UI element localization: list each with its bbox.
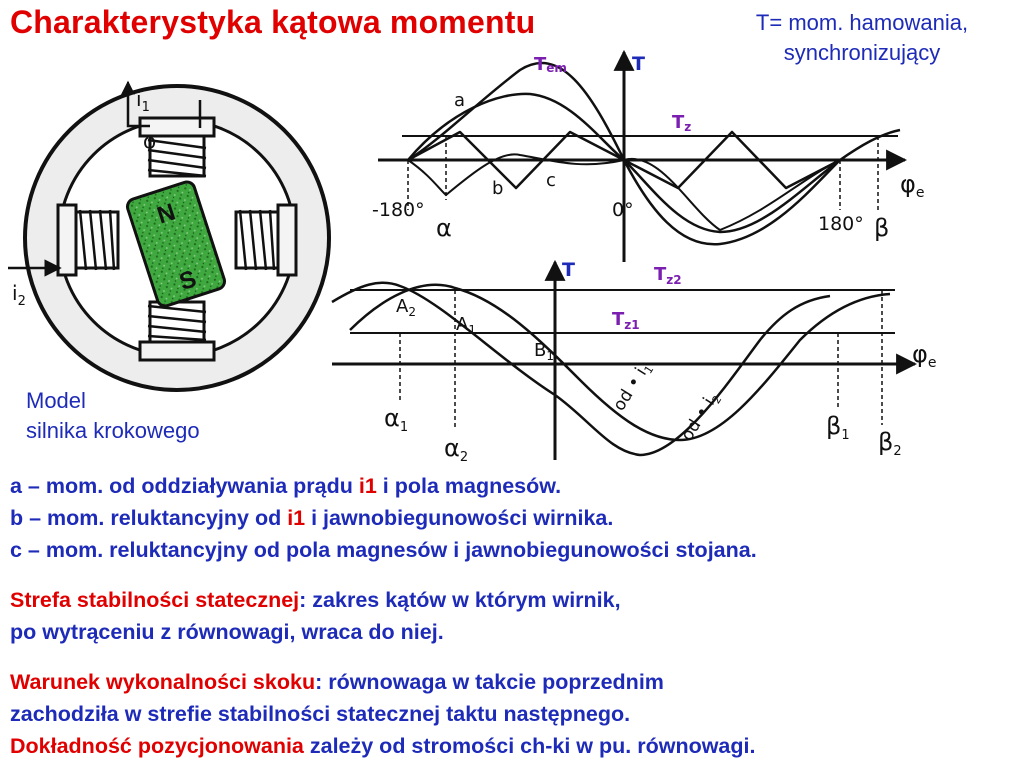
stability-line-1: Strefa stabilności statecznej: zakres ką… xyxy=(10,588,621,612)
d2-t-label: T xyxy=(562,259,575,281)
d1-beta-label: β xyxy=(874,214,889,242)
d2-beta2-label: β2 xyxy=(878,428,902,459)
diagram-1: Tem T Tz a b c -180° 0° 180° α β φe xyxy=(372,49,924,262)
d2-beta1-label: β1 xyxy=(826,412,850,443)
current-i1-label: i1 xyxy=(136,87,150,115)
d2-od-i1-label: od • i1 xyxy=(609,358,656,415)
step-line-2: zachodziła w strefie stabilności statecz… xyxy=(10,702,631,726)
torque-note-line-2: synchronizujący xyxy=(783,40,941,65)
step-line-1: Warunek wykonalności skoku: równowaga w … xyxy=(10,670,664,694)
flux-phi-label: φ xyxy=(143,129,156,153)
stability-definition: Strefa stabilności statecznej: zakres ką… xyxy=(10,584,1020,648)
rotor-magnet: N S xyxy=(125,180,227,308)
current-i1-inline: i1 xyxy=(358,474,377,498)
d1-curve-a-label: a xyxy=(454,90,465,111)
rotor-south-label: S xyxy=(176,265,200,296)
d1-curve-c-label: c xyxy=(546,170,556,191)
motor-model: N S i1 i2 φ xyxy=(8,80,331,392)
d1-tz-label: Tz xyxy=(672,112,691,134)
step-term: Warunek wykonalności skoku xyxy=(10,670,316,694)
current-i2-label: i2 xyxy=(12,281,26,309)
stability-line-2: po wytrąceniu z równowagi, wraca do niej… xyxy=(10,620,444,644)
legend-line-a: a – mom. od oddziaływania prądu i1 i pol… xyxy=(10,474,562,498)
d2-alpha1-label: α1 xyxy=(384,404,408,435)
d2-curve-od-i2 xyxy=(349,283,891,442)
d2-a2-label: A2 xyxy=(396,296,416,319)
motor-model-caption: Model silnika krokowego xyxy=(26,386,200,446)
curve-legend: a – mom. od oddziaływania prądu i1 i pol… xyxy=(10,470,1020,566)
d2-tz1-label: Tz1 xyxy=(612,309,640,332)
d1-minus180-label: -180° xyxy=(372,199,425,221)
d1-tem-label: Tem xyxy=(534,54,567,75)
d2-b1-label: B1 xyxy=(534,340,554,363)
accuracy-line: Dokładność pozycjonowania zależy od stro… xyxy=(10,734,756,758)
d2-alpha2-label: α2 xyxy=(444,434,468,465)
d1-phi-label: φe xyxy=(900,170,924,201)
d1-alpha-label: α xyxy=(436,214,452,242)
d1-curve-c xyxy=(407,153,841,232)
torque-note: T= mom. hamowania, synchronizujący xyxy=(712,8,1012,68)
diagram-2: T Tz2 Tz1 A2 A1 B1 od • i1 od • i2 α1 α2… xyxy=(331,259,936,465)
step-condition: Warunek wykonalności skoku: równowaga w … xyxy=(10,666,1020,762)
d1-zero-label: 0° xyxy=(612,199,634,221)
page-title: Charakterystyka kątowa momentu xyxy=(10,4,536,40)
motor-model-caption-line-2: silnika krokowego xyxy=(26,418,200,443)
stator-pole-left xyxy=(56,203,120,277)
d2-od-i2-label: od • i2 xyxy=(677,388,724,445)
accuracy-term: Dokładność pozycjonowania xyxy=(10,734,304,758)
legend-line-c: c – mom. reluktancyjny od pola magnesów … xyxy=(10,538,757,562)
d2-curve-od-i1 xyxy=(331,281,831,457)
d1-180-label: 180° xyxy=(818,213,864,235)
d1-curve-a xyxy=(407,92,901,234)
d2-a1-label: A1 xyxy=(456,314,476,337)
motor-model-caption-line-1: Model xyxy=(26,388,86,413)
torque-note-line-1: T= mom. hamowania, xyxy=(755,10,969,35)
d1-curve-b-label: b xyxy=(492,178,503,199)
stability-term: Strefa stabilności statecznej xyxy=(10,588,300,612)
figure-canvas: N S i1 i2 φ Tem T Tz a b c -180° 0° 180°… xyxy=(8,49,936,465)
d2-tz2-label: Tz2 xyxy=(654,264,682,287)
current-i1-inline: i1 xyxy=(287,506,306,530)
d1-t-label: T xyxy=(632,53,645,75)
stator-pole-bottom xyxy=(138,300,216,362)
stator-pole-top xyxy=(138,116,216,178)
stator-pole-right xyxy=(234,203,298,277)
d2-phi-label: φe xyxy=(912,340,936,371)
legend-line-b: b – mom. reluktancyjny od i1 i jawnobieg… xyxy=(10,506,614,530)
